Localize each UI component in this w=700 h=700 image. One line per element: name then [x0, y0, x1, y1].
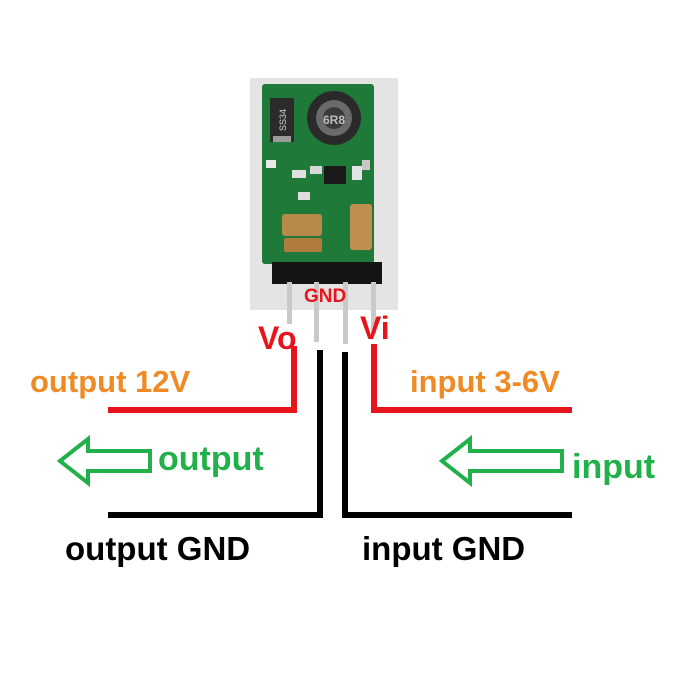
- input-gnd-wire: [342, 352, 572, 518]
- output-gnd-label: output GND: [65, 530, 251, 567]
- pin-header: [272, 262, 382, 284]
- input-voltage-label: input 3-6V: [410, 364, 560, 399]
- output-arrow-icon: [56, 434, 152, 488]
- smd-resistor: [362, 160, 370, 170]
- smd-resistor: [310, 166, 322, 174]
- input-arrow-icon: [438, 434, 564, 488]
- inductor-marking: 6R8: [323, 113, 345, 127]
- smd-capacitor: [284, 238, 322, 252]
- pin-vi: [371, 282, 376, 334]
- output-voltage-label: output 12V: [30, 364, 191, 399]
- input-gnd-label: input GND: [362, 530, 526, 567]
- vi-wire: [371, 344, 572, 413]
- gnd-pin-label: GND: [304, 286, 347, 307]
- pin-vo: [287, 282, 292, 324]
- vo-pin-label: Vo: [258, 320, 297, 356]
- smd-resistor: [292, 170, 306, 178]
- vo-wire: [108, 346, 297, 413]
- pin-gnd-out: [314, 282, 319, 342]
- input-direction-label: input: [572, 448, 656, 486]
- pin-gnd-in: [343, 282, 348, 344]
- smd-capacitor: [282, 214, 322, 236]
- smd-resistor: [298, 192, 310, 200]
- smd-resistor: [266, 160, 276, 168]
- vi-pin-label: Vi: [360, 310, 390, 346]
- dc-dc-module: 6R8 SS34: [262, 84, 374, 264]
- header-pins: [287, 282, 376, 344]
- inductor: 6R8: [307, 91, 361, 145]
- schottky-diode: SS34: [270, 98, 294, 142]
- output-gnd-wire: [108, 350, 323, 518]
- smd-resistor: [352, 166, 362, 180]
- diode-marking: SS34: [278, 109, 288, 131]
- output-direction-label: output: [158, 440, 264, 478]
- ic-chip: [324, 166, 346, 184]
- smd-capacitor: [350, 204, 372, 250]
